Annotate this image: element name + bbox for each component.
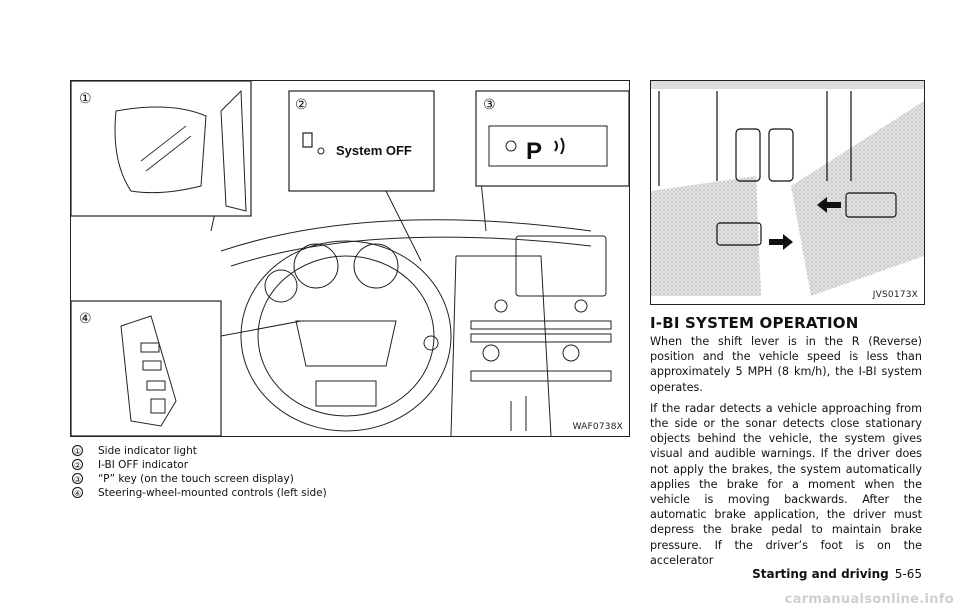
legend-text: I-BI OFF indicator — [98, 459, 189, 471]
legend-item: ④ Steering-wheel-mounted controls (left s… — [72, 486, 342, 500]
parking-figure: JVS0173X — [650, 80, 925, 305]
legend-number: ③ — [72, 473, 83, 484]
system-off-label: System OFF — [336, 143, 412, 158]
inset-p-key: P — [475, 90, 629, 187]
inset-steering-controls — [71, 300, 222, 436]
inset-side-mirror — [71, 81, 252, 217]
figure-legend: ① Side indicator light ② I-BI OFF indicato… — [72, 444, 342, 500]
legend-number: ② — [72, 459, 83, 470]
callout-1: ① — [79, 91, 92, 107]
legend-number: ④ — [72, 487, 83, 498]
page-number: 5-65 — [894, 567, 922, 581]
body-paragraph: If the radar detects a vehicle approachi… — [650, 401, 922, 567]
legend-item: ③ “P” key (on the touch screen display) — [72, 472, 342, 486]
dashboard-figure: System OFF P ① ② ③ ④ WAF0738X — [70, 80, 630, 437]
figure-code-right: JVS0173X — [872, 290, 918, 300]
callout-2: ② — [295, 97, 308, 113]
callout-3: ③ — [483, 97, 496, 113]
legend-text: Steering-wheel-mounted controls (left si… — [98, 487, 327, 499]
legend-number: ① — [72, 445, 83, 456]
figure-code-left: WAF0738X — [572, 422, 623, 432]
legend-text: “P” key (on the touch screen display) — [98, 473, 294, 485]
footer-section: Starting and driving — [752, 567, 889, 581]
inset-system-off: System OFF — [288, 90, 435, 192]
p-key-label: P — [526, 138, 542, 165]
legend-item: ① Side indicator light — [72, 444, 342, 458]
page-footer: Starting and driving 5-65 — [752, 567, 922, 581]
legend-item: ② I-BI OFF indicator — [72, 458, 342, 472]
section-heading: I-BI SYSTEM OPERATION — [650, 314, 859, 332]
callout-4: ④ — [79, 311, 92, 327]
legend-text: Side indicator light — [98, 445, 197, 457]
parking-illustration — [651, 81, 924, 296]
body-paragraph: When the shift lever is in the R (Revers… — [650, 335, 922, 394]
dashboard-illustration: System OFF P ① ② ③ ④ — [71, 81, 629, 436]
section-body: When the shift lever is in the R (Revers… — [650, 334, 922, 574]
watermark: carmanualsonline.info — [784, 592, 954, 607]
